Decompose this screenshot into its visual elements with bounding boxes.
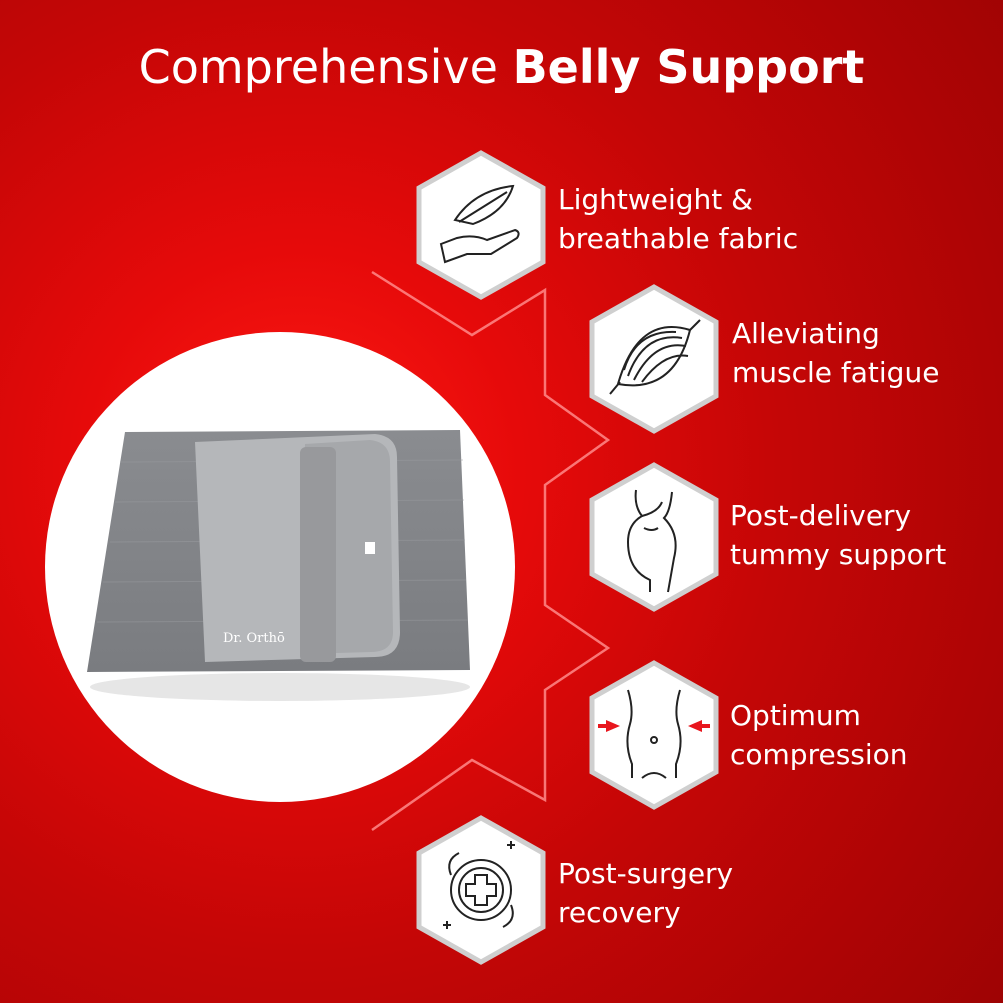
compression-arrows-icon	[598, 720, 710, 732]
waist-compression-icon	[626, 689, 682, 779]
belly-belt-image: Dr. Orthō	[87, 430, 470, 701]
page-title: Comprehensive Belly Support	[138, 40, 865, 94]
muscle-icon	[609, 319, 701, 395]
feature-hexagon	[589, 660, 719, 810]
brand-text: Dr. Orthō	[223, 631, 285, 646]
feature-hexagon	[416, 815, 546, 965]
feature-hexagon	[416, 150, 546, 300]
feature-hexagon	[589, 462, 719, 612]
feather-hand-icon	[439, 184, 520, 264]
product-image-circle: Dr. Orthō	[45, 332, 515, 802]
medical-cross-icon	[443, 841, 515, 929]
feature-hexagon	[589, 284, 719, 434]
pregnant-belly-icon	[626, 489, 677, 593]
